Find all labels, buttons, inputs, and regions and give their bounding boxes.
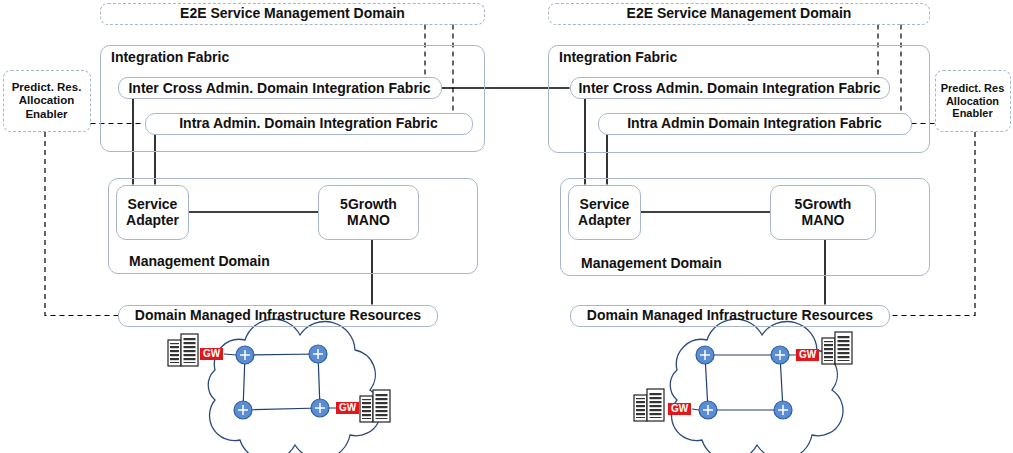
server-icon: [360, 390, 390, 422]
box-label: Domain Managed Infrastructure Resources: [587, 307, 873, 323]
router-icon: [696, 346, 714, 364]
connector-line: [132, 99, 134, 185]
box-label: Inter Cross Admin. Domain Integration Fa…: [128, 80, 430, 96]
box-label: Service Adapter: [572, 196, 637, 228]
connector-line: [189, 211, 318, 213]
network-cloud: [670, 319, 843, 453]
router-icon: [236, 346, 254, 364]
gateway-label: GW: [668, 403, 691, 415]
group-heading: Management Domain: [129, 253, 270, 269]
service-management-domain: E2E Service Management Domain: [100, 3, 485, 25]
fabric-box: Intra Admin. Domain Integration Fabric: [145, 113, 473, 135]
resources-box: Domain Managed Infrastructure Resources: [118, 305, 438, 327]
box-label: Intra Admin. Domain Integration Fabric: [179, 115, 438, 131]
box-label: Inter Cross Admin. Domain Integration Fa…: [578, 80, 880, 96]
box-label: 5Growth MANO: [323, 196, 414, 228]
connector-line: [154, 135, 156, 185]
gateway-label: GW: [336, 402, 359, 414]
group-heading: Integration Fabric: [559, 49, 677, 65]
box-label: 5Growth MANO: [775, 196, 871, 228]
connector-line: [584, 99, 586, 185]
dashed-connector: [452, 25, 453, 113]
router-icon: [234, 401, 252, 419]
adapter-box: Service Adapter: [116, 185, 189, 240]
right-network: [634, 319, 852, 453]
dashed-connector: [900, 25, 901, 113]
connector-line: [824, 240, 826, 305]
connector-line: [641, 211, 770, 213]
mano-box: 5Growth MANO: [318, 185, 419, 240]
box-label: Domain Managed Infrastructure Resources: [135, 307, 421, 323]
left-network: [168, 319, 390, 453]
group-heading: Integration Fabric: [111, 49, 229, 65]
gateway-label: GW: [796, 349, 819, 361]
dashed-connector: [877, 25, 878, 78]
connector-line: [606, 135, 608, 185]
server-icon: [634, 389, 664, 421]
enabler-box: Predict. Res Allocation Enabler: [935, 70, 1011, 132]
integration-fabric: Integration FabricInter Cross Admin. Dom…: [100, 45, 485, 152]
mano-box: 5Growth MANO: [770, 185, 876, 240]
box-label: Intra Admin Domain Integration Fabric: [627, 115, 882, 131]
dashed-connector: [424, 25, 425, 78]
enabler-box: Predict. Res. Allocation Enabler: [3, 70, 91, 132]
management-domain: Management Domain Service Adapter 5Growth …: [560, 178, 930, 276]
box-label: Predict. Res. Allocation Enabler: [7, 81, 87, 121]
dashed-connector: [91, 123, 145, 124]
router-icon: [699, 401, 717, 419]
server-icon: [168, 334, 198, 366]
connector-line: [371, 240, 373, 305]
server-icon: [822, 332, 852, 364]
fabric-box: Inter Cross Admin. Domain Integration Fa…: [118, 77, 442, 99]
fabric-box: Intra Admin Domain Integration Fabric: [598, 113, 912, 135]
router-icon: [774, 401, 792, 419]
dashed-connector: [890, 132, 975, 316]
connector-line: [442, 87, 570, 89]
router-icon: [771, 346, 789, 364]
fabric-box: Inter Cross Admin. Domain Integration Fa…: [570, 77, 890, 99]
router-icon: [311, 399, 329, 417]
group-heading: Management Domain: [581, 255, 722, 271]
management-domain: Management Domain Service Adapter 5Growth …: [108, 178, 478, 274]
box-label: Service Adapter: [120, 196, 185, 228]
resources-box: Domain Managed Infrastructure Resources: [570, 305, 890, 327]
gateway-label: GW: [200, 348, 223, 360]
router-icon: [309, 345, 327, 363]
service-management-domain: E2E Service Management Domain: [548, 3, 930, 25]
dashed-connector: [912, 123, 935, 124]
box-label: E2E Service Management Domain: [627, 5, 852, 21]
box-label: E2E Service Management Domain: [180, 5, 405, 21]
network-cloud: [208, 319, 381, 453]
box-label: Predict. Res Allocation Enabler: [939, 82, 1007, 120]
adapter-box: Service Adapter: [568, 185, 641, 240]
integration-fabric: Integration FabricInter Cross Admin. Dom…: [548, 45, 930, 153]
